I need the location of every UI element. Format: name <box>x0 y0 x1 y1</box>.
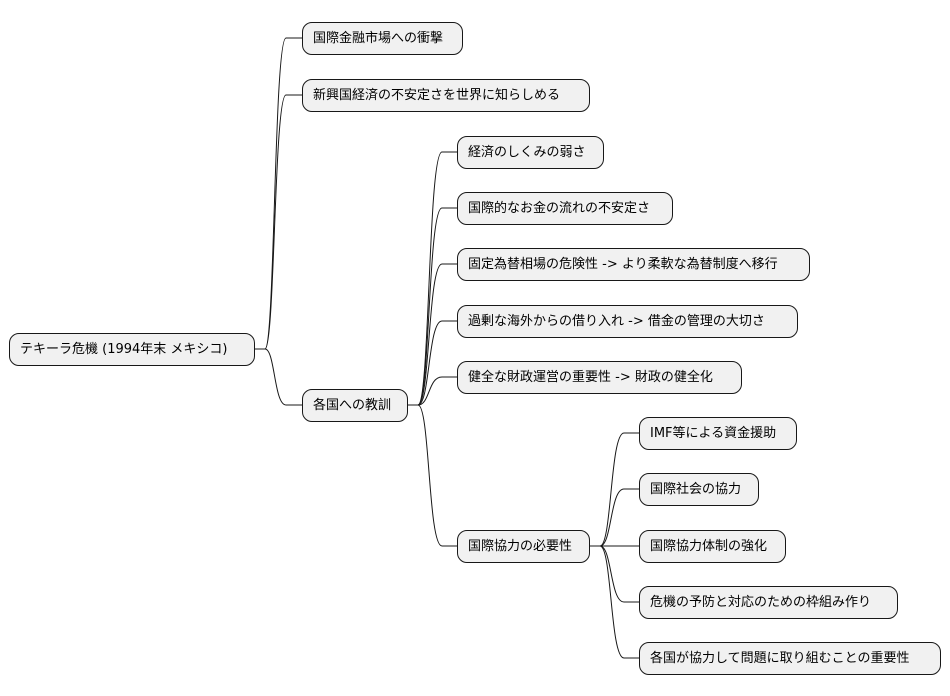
root-node: テキーラ危機 (1994年末 メキシコ) <box>9 333 255 366</box>
connector-lessons-6 <box>408 404 457 547</box>
node-intl-cooperation: 国際社会の協力 <box>639 473 759 506</box>
connector-lessons-4 <box>408 320 457 406</box>
connector-lessons-1 <box>408 151 457 406</box>
node-market-shock: 国際金融市場への衝撃 <box>302 22 463 55</box>
node-fixed-exchange-risk: 固定為替相場の危険性 -> より柔軟な為替制度へ移行 <box>457 248 810 281</box>
node-capital-flow-instability: 国際的なお金の流れの不安定さ <box>457 192 673 225</box>
node-weak-structure: 経済のしくみの弱さ <box>457 136 604 169</box>
node-crisis-prevention: 危機の予防と対応のための枠組み作り <box>639 586 898 619</box>
node-excess-borrowing: 過剰な海外からの借り入れ -> 借金の管理の大切さ <box>457 305 798 338</box>
connector-root-lessons <box>255 348 302 406</box>
connector-lessons-3 <box>408 263 457 406</box>
connector-root-instability <box>255 94 302 350</box>
node-emerging-instability: 新興国経済の不安定さを世界に知らしめる <box>302 79 590 112</box>
node-lessons: 各国への教訓 <box>302 389 408 422</box>
connector-lessons-5 <box>408 376 457 406</box>
connector-cooperation-2 <box>590 488 639 547</box>
node-cooperation-need: 国際協力の必要性 <box>457 530 590 563</box>
node-cooperation-framework: 国際協力体制の強化 <box>639 530 786 563</box>
node-sound-fiscal: 健全な財政運営の重要性 -> 財政の健全化 <box>457 361 742 394</box>
node-joint-problem-solving: 各国が協力して問題に取り組むことの重要性 <box>639 642 941 675</box>
connector-root-shock <box>255 37 302 350</box>
connector-cooperation-1 <box>590 432 639 547</box>
node-imf-aid: IMF等による資金援助 <box>639 417 797 450</box>
connector-lessons-2 <box>408 207 457 406</box>
connector-cooperation-5 <box>590 545 639 659</box>
connector-cooperation-4 <box>590 545 639 603</box>
